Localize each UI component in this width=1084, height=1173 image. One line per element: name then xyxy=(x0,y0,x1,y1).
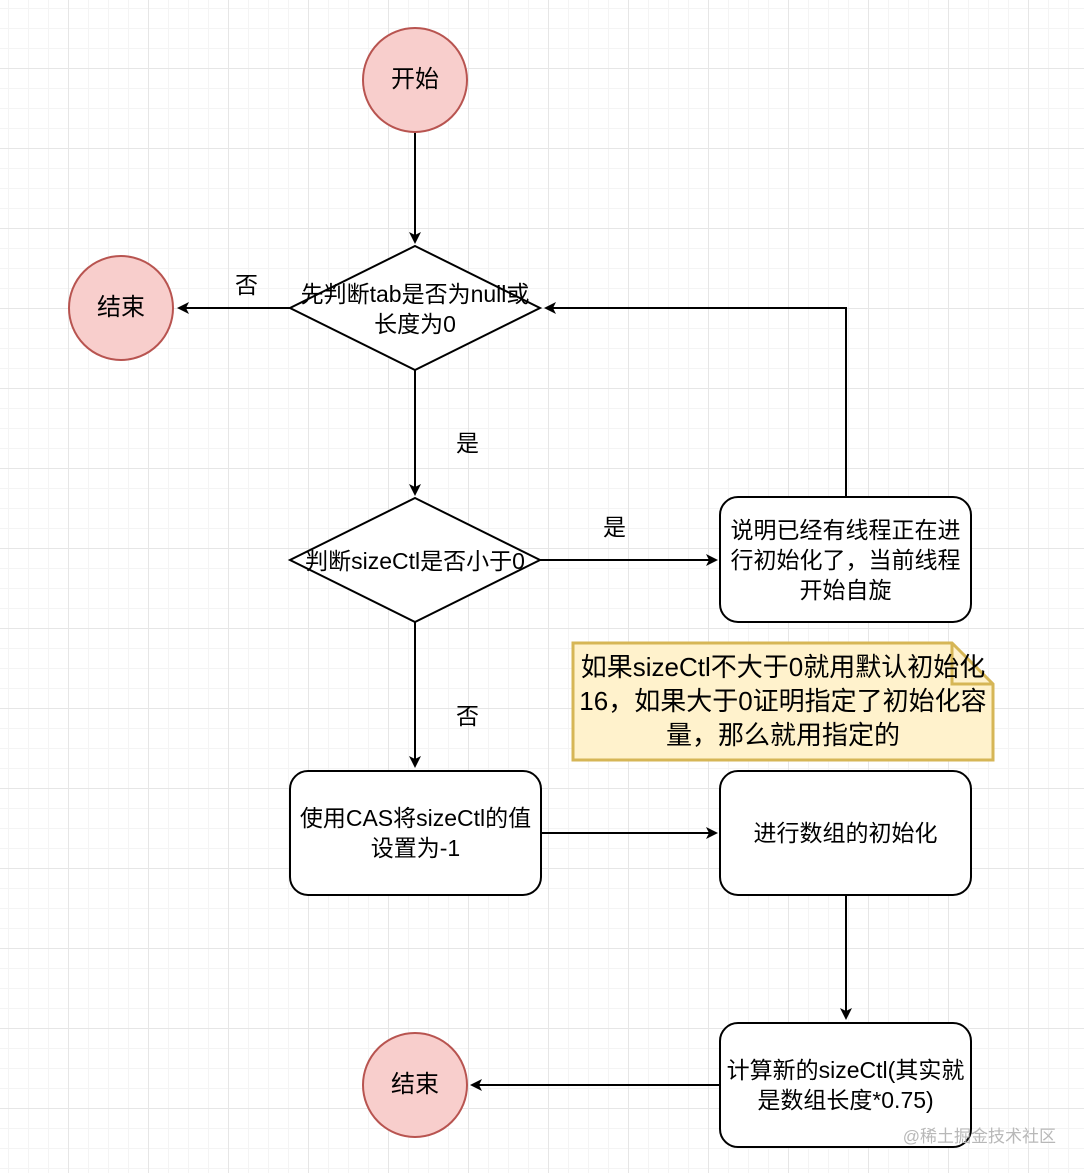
check-sizectl-diamond xyxy=(287,496,543,624)
tab-no-label: 否 xyxy=(235,272,258,298)
calc-label: 计算新的sizeCtl(其实就是数组长度*0.75) xyxy=(726,1057,965,1113)
note-label: 如果sizeCtl不大于0就用默认初始化16，如果大于0证明指定了初始化容量，那… xyxy=(579,652,987,750)
note-shape xyxy=(571,641,995,762)
edge-spin-loop-back xyxy=(544,302,847,496)
check-tab-diamond xyxy=(287,244,543,372)
watermark: @稀土掘金技术社区 xyxy=(902,1127,1056,1146)
sizectl-no-label: 否 xyxy=(456,703,479,729)
end-top-label: 结束 xyxy=(97,294,145,321)
init-box xyxy=(719,770,972,896)
check-tab-label: 先判断tab是否为null或长度为0 xyxy=(300,281,530,337)
end-bottom-circle xyxy=(362,1032,468,1138)
cas-label: 使用CAS将sizeCtl的值设置为-1 xyxy=(299,805,532,861)
calc-box xyxy=(719,1022,972,1148)
tab-yes-label: 是 xyxy=(456,430,479,456)
check-sizectl-label: 判断sizeCtl是否小于0 xyxy=(305,548,525,574)
start-circle xyxy=(362,27,468,133)
sizectl-yes-label: 是 xyxy=(603,514,626,540)
note-fold xyxy=(950,643,993,686)
spin-box xyxy=(719,496,972,623)
cas-box xyxy=(289,770,542,896)
end-bottom-label: 结束 xyxy=(391,1071,439,1098)
start-label: 开始 xyxy=(391,66,439,93)
init-label: 进行数组的初始化 xyxy=(753,820,938,846)
end-top-circle xyxy=(68,255,174,361)
spin-label: 说明已经有线程正在进行初始化了，当前线程开始自旋 xyxy=(730,516,961,603)
